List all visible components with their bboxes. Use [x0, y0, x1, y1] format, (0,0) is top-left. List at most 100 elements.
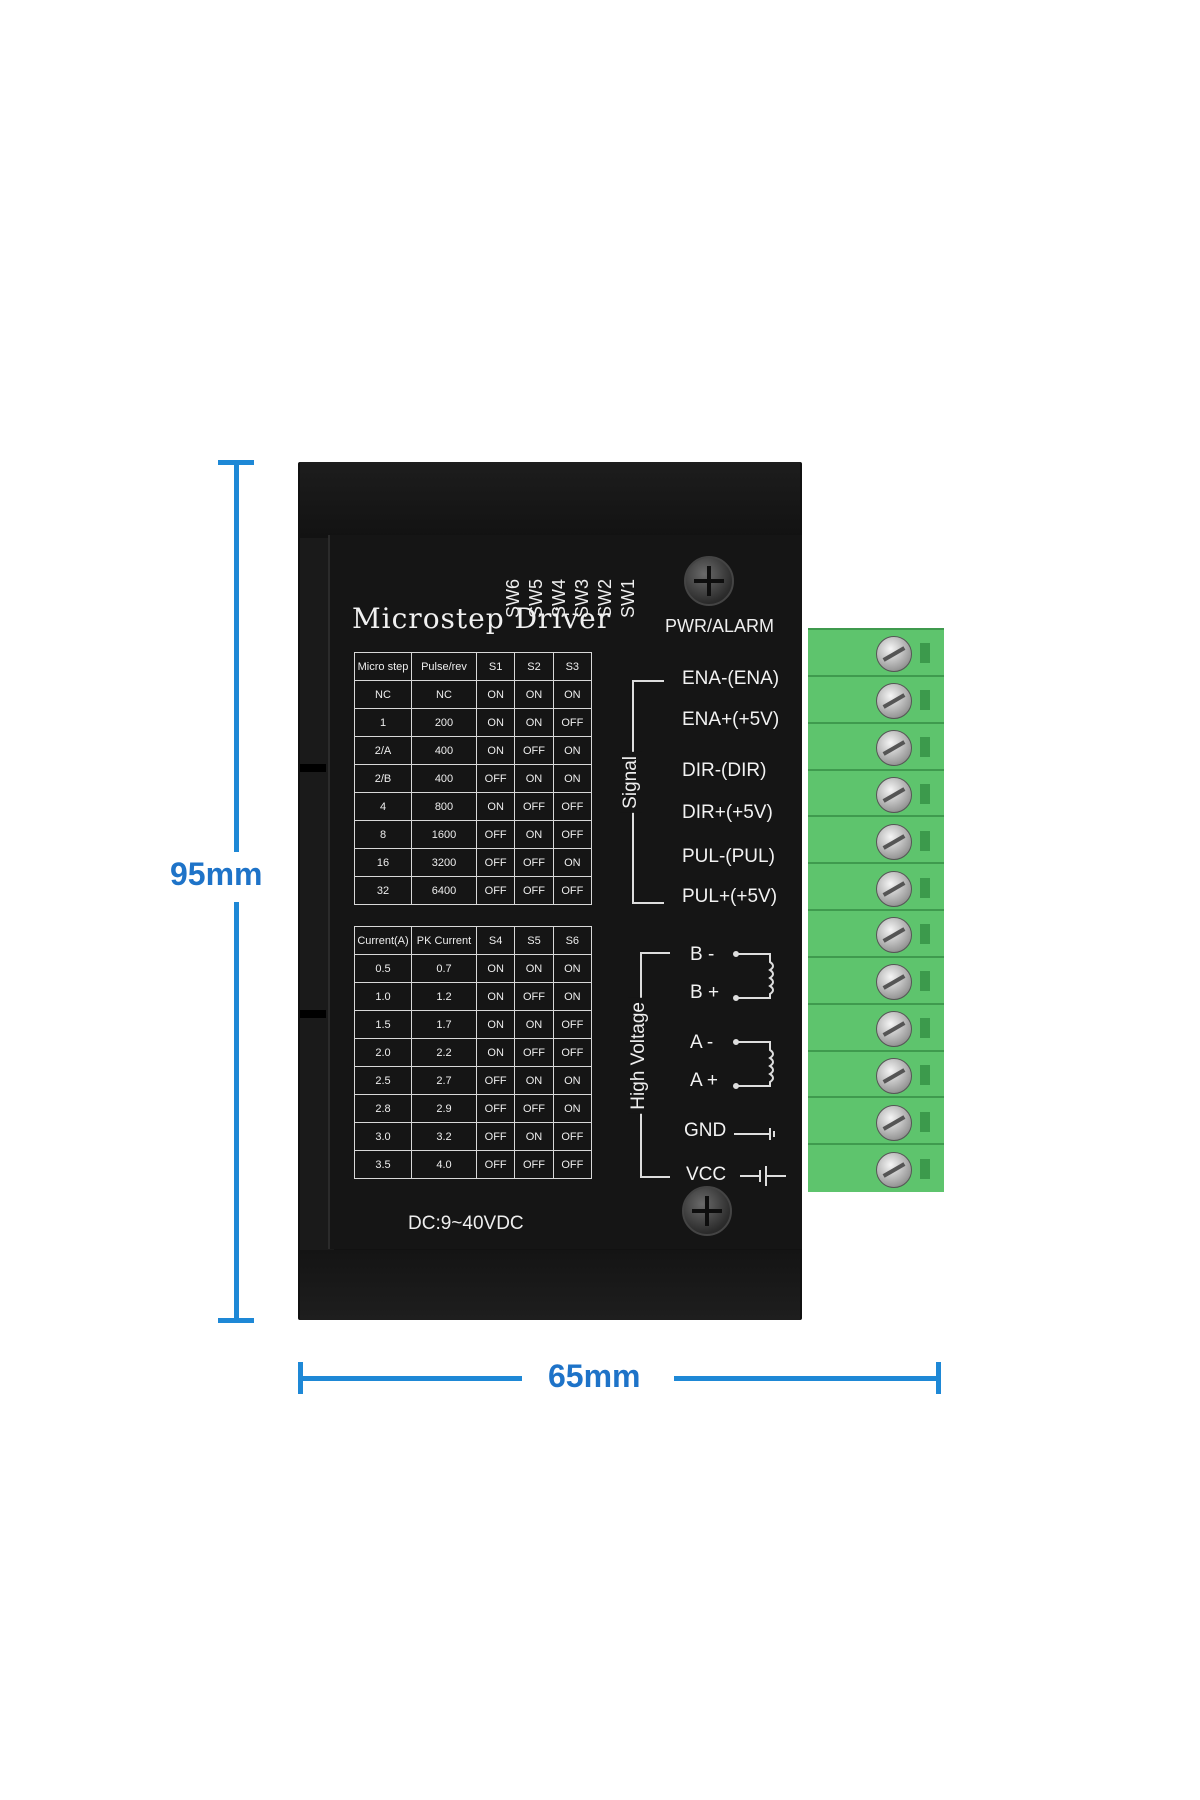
terminal-slot [808, 955, 944, 1005]
table-cell: OFF [475, 1122, 516, 1151]
table-cell: 400 [411, 764, 477, 793]
table-cell: ON [552, 848, 593, 877]
table-cell: ON [514, 708, 554, 737]
current-table-header: Current(A) PK Current S4 S5 S6 [354, 926, 593, 955]
table-header-cell: Current(A) [354, 926, 412, 955]
table-cell: OFF [514, 1038, 554, 1067]
table-cell: OFF [475, 1150, 516, 1179]
table-cell: OFF [514, 982, 554, 1011]
table-header-cell: Micro step [354, 652, 412, 681]
terminal-screw-icon[interactable] [876, 917, 912, 954]
pin-label-ena-minus: ENA-(ENA) [682, 668, 780, 689]
table-cell: OFF [514, 876, 554, 905]
table-header-cell: Pulse/rev [411, 652, 477, 681]
terminal-slot [808, 1143, 944, 1192]
terminal-slot [808, 674, 944, 724]
terminal-screw-icon[interactable] [876, 1151, 912, 1188]
table-cell: OFF [475, 876, 516, 905]
terminal-screw-icon[interactable] [876, 776, 912, 813]
terminal-slot [808, 721, 944, 771]
terminal-screw-icon[interactable] [876, 730, 912, 767]
table-cell: ON [552, 1066, 593, 1095]
terminal-slot [808, 909, 944, 958]
table-cell: ON [475, 792, 516, 821]
terminal-tab [920, 643, 930, 664]
table-header-cell: S1 [475, 652, 516, 681]
terminal-screw-icon[interactable] [876, 1057, 912, 1094]
height-dimension-cap-top [218, 460, 254, 465]
table-cell: ON [475, 1010, 516, 1039]
table-cell: ON [475, 954, 516, 983]
terminal-tab [920, 783, 930, 804]
terminal-block [808, 628, 944, 1192]
table-cell: 4 [354, 792, 412, 821]
height-label-backdrop [160, 852, 280, 902]
table-cell: ON [475, 708, 516, 737]
table-cell: 1 [354, 708, 412, 737]
terminal-screw-icon[interactable] [876, 1104, 912, 1141]
terminal-screw-icon[interactable] [876, 683, 912, 720]
table-cell: 1.2 [411, 982, 477, 1011]
table-cell: ON [475, 982, 516, 1011]
terminal-screw-icon[interactable] [876, 1011, 912, 1048]
terminal-slot [808, 1049, 944, 1099]
table-cell: OFF [552, 1122, 593, 1151]
terminal-screw-icon[interactable] [876, 823, 912, 860]
table-cell: OFF [475, 1066, 516, 1095]
pin-label-dir-minus: DIR-(DIR) [682, 760, 767, 781]
width-dimension-cap-right [936, 1362, 941, 1394]
pin-label-a-plus: A + [690, 1070, 718, 1091]
terminal-slot [808, 768, 944, 818]
table-cell: 1.0 [354, 982, 412, 1011]
table-cell: OFF [514, 736, 554, 765]
table-cell: 2.7 [411, 1066, 477, 1095]
table-cell: ON [552, 954, 593, 983]
table-cell: OFF [475, 764, 516, 793]
table-cell: ON [552, 764, 593, 793]
table-header-cell: PK Current [411, 926, 477, 955]
table-cell: 3.5 [354, 1150, 412, 1179]
terminal-tab [920, 1018, 930, 1039]
table-cell: OFF [552, 1150, 593, 1179]
switch-label-sw1: SW1 [618, 578, 638, 618]
pin-label-dir-plus: DIR+(+5V) [682, 802, 773, 823]
table-cell: 8 [354, 820, 412, 849]
height-dimension-label: 95mm [170, 856, 263, 892]
table-cell: 0.7 [411, 954, 477, 983]
table-cell: OFF [514, 1150, 554, 1179]
table-cell: 2.8 [354, 1094, 412, 1123]
table-cell: 0.5 [354, 954, 412, 983]
high-voltage-group-label: High Voltage [628, 998, 650, 1114]
table-cell: 6400 [411, 876, 477, 905]
terminal-screw-icon[interactable] [876, 636, 912, 673]
table-cell: ON [475, 680, 516, 709]
terminal-tab [920, 1111, 930, 1132]
table-cell: 2.5 [354, 1066, 412, 1095]
table-cell: 2/A [354, 736, 412, 765]
driver-top-heatsink [300, 462, 800, 538]
pwr-alarm-label: PWR/ALARM [665, 616, 775, 636]
table-cell: OFF [514, 1094, 554, 1123]
table-header-cell: S3 [552, 652, 593, 681]
terminal-screw-icon[interactable] [876, 870, 912, 907]
table-header-cell: S5 [514, 926, 554, 955]
flange-notch-top [300, 764, 326, 772]
terminal-tab [920, 971, 930, 992]
switch-label-sw5: SW5 [526, 578, 546, 618]
terminal-screw-icon[interactable] [876, 964, 912, 1001]
power-rating-label: DC:9~40VDC [408, 1213, 524, 1234]
width-dimension-cap-left [298, 1362, 303, 1394]
table-cell: ON [514, 820, 554, 849]
table-cell: ON [552, 736, 593, 765]
terminal-tab [920, 737, 930, 758]
switch-label-sw6: SW6 [503, 578, 523, 618]
pin-label-pul-minus: PUL-(PUL) [682, 846, 775, 867]
